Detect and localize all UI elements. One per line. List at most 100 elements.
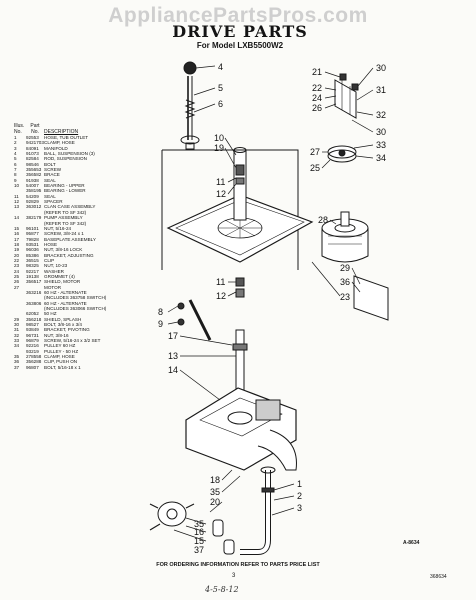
illus-number: 30 xyxy=(14,322,20,328)
part-number: 278558 xyxy=(26,354,42,360)
part-number: 92829 xyxy=(26,199,39,205)
illus-number: 17 xyxy=(14,236,20,242)
part-number: 98527 xyxy=(26,322,39,328)
illus-number: 5 xyxy=(14,156,17,162)
suspension-spring xyxy=(184,99,196,119)
part-description: GROMMET (4) xyxy=(44,273,75,279)
part-number: 363806 xyxy=(26,300,42,306)
part-number: 62052 xyxy=(26,311,39,317)
part-description: (REFER TO SF 342) xyxy=(44,220,87,226)
callout-25: 25 xyxy=(310,163,320,173)
illus-number: 26 xyxy=(14,279,20,285)
part-number: 95877 xyxy=(26,231,39,237)
header-no-2: No. xyxy=(31,129,39,135)
part-number: 36515 xyxy=(26,257,39,263)
illus-number: 20 xyxy=(14,252,20,258)
part-number: 79828 xyxy=(26,236,39,242)
callout-26: 26 xyxy=(312,103,322,113)
callout-10: 10 xyxy=(214,133,224,143)
part-number: 92216 xyxy=(26,343,39,349)
callout-29: 29 xyxy=(340,263,350,273)
callout-21: 21 xyxy=(312,67,322,77)
illus-number: 10 xyxy=(14,183,20,189)
part-description: CLIP xyxy=(44,257,55,263)
upper-bearing xyxy=(233,149,247,221)
part-description: NUT, 10-23 xyxy=(44,263,68,269)
table-row: 30 98527 BOLT, 3/8-16 x 3/4 xyxy=(14,322,154,327)
part-description: BEARING - UPPER xyxy=(44,183,85,189)
part-description: CLIP, PUSH ON xyxy=(44,359,78,365)
page-title: DRIVE PARTS xyxy=(172,22,308,41)
rod-washer xyxy=(180,135,200,145)
illus-number: 12 xyxy=(14,199,20,205)
part-description: SEAL xyxy=(44,177,56,183)
part-description: BASEPLATE ASSEMBLY xyxy=(44,236,96,242)
part-description: BOLT xyxy=(44,161,56,167)
illus-number: 16 xyxy=(14,231,20,237)
callout-1: 1 xyxy=(297,479,302,489)
part-description: NUT, 3/8-16 LOCK xyxy=(44,247,83,253)
table-row: (REFER TO SF 342) xyxy=(14,210,154,215)
part-description: BOLT, 3/8-16 x 3/4 xyxy=(44,322,82,328)
part-number: 356218 xyxy=(26,316,42,322)
illus-number: 7 xyxy=(14,167,17,173)
part-number: 92217 xyxy=(26,268,39,274)
part-description: PUMP ASSEMBLY xyxy=(44,215,83,221)
part-number: 85386 xyxy=(26,252,39,258)
callout-5: 5 xyxy=(218,83,223,93)
illus-number: 9 xyxy=(14,177,17,183)
part-description: SCREW, 5/16-24 x 3/2 SET xyxy=(44,338,101,344)
callout-17: 17 xyxy=(168,331,178,341)
callout-28: 28 xyxy=(318,215,328,225)
illus-number: 13 xyxy=(14,204,20,210)
callout-8: 8 xyxy=(158,307,163,317)
callout-12-mid: 12 xyxy=(216,291,226,301)
parts-table-header: No. No. DESCRIPTION xyxy=(14,129,154,135)
part-number: 98546 xyxy=(26,161,39,167)
callout-6: 6 xyxy=(218,99,223,109)
handwritten-note: 4-5-8-12 xyxy=(205,585,239,594)
part-number: 355653 xyxy=(26,167,42,173)
tub-outlet-hose xyxy=(240,470,271,555)
part-description: BEARING - LOWER xyxy=(44,188,86,194)
callout-27: 27 xyxy=(310,147,320,157)
part-description: ROD, SUSPENSION xyxy=(44,156,87,162)
illus-number: 33 xyxy=(14,338,20,344)
table-row: (INCLUDES 363758 SWITCH) xyxy=(14,295,154,300)
illus-number: 35 xyxy=(14,354,20,360)
header-description: DESCRIPTION xyxy=(44,129,79,135)
illus-number: 1 xyxy=(14,135,17,140)
splash-shield xyxy=(353,275,389,321)
figure-id: A-8634 xyxy=(403,540,420,546)
part-description: 60 HZ - ALTERNATE xyxy=(44,300,87,306)
illus-number: 6 xyxy=(14,161,17,167)
part-description: SHIELD, MOTOR xyxy=(44,279,81,285)
watermark: AppliancePartsPros.com xyxy=(108,4,368,27)
callout-35-upper: 35 xyxy=(210,487,220,497)
illus-number: 8 xyxy=(14,172,17,178)
callout-32: 32 xyxy=(376,110,386,120)
part-description: PULLEY - 50 HZ xyxy=(44,348,79,354)
illus-number: 23 xyxy=(14,263,20,269)
part-number: 84091 xyxy=(26,145,39,151)
header-part: Part xyxy=(30,123,40,129)
